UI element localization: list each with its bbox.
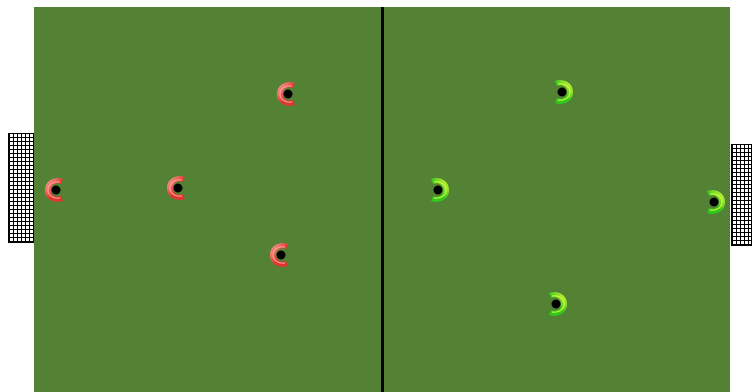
green-player-forward-bottom[interactable]: [544, 289, 570, 319]
right-goal-net: [731, 144, 752, 246]
green-player-head: [552, 300, 561, 309]
soccer-pitch: [34, 7, 730, 392]
green-player-head: [710, 198, 719, 207]
green-player-forward-top[interactable]: [550, 77, 576, 107]
green-player-forward-middle[interactable]: [426, 175, 452, 205]
red-player-forward-bottom[interactable]: [267, 240, 293, 270]
green-player-head: [558, 88, 567, 97]
green-player-head: [434, 186, 443, 195]
left-goal-net: [8, 133, 36, 243]
red-player-head: [284, 90, 293, 99]
red-player-head: [52, 186, 61, 195]
red-player-forward-top[interactable]: [274, 79, 300, 109]
red-player-goalkeeper[interactable]: [42, 175, 68, 205]
red-player-head: [277, 251, 286, 260]
red-player-head: [174, 184, 183, 193]
green-player-goalkeeper[interactable]: [702, 187, 728, 217]
center-line: [381, 7, 384, 392]
red-player-defender[interactable]: [164, 173, 190, 203]
